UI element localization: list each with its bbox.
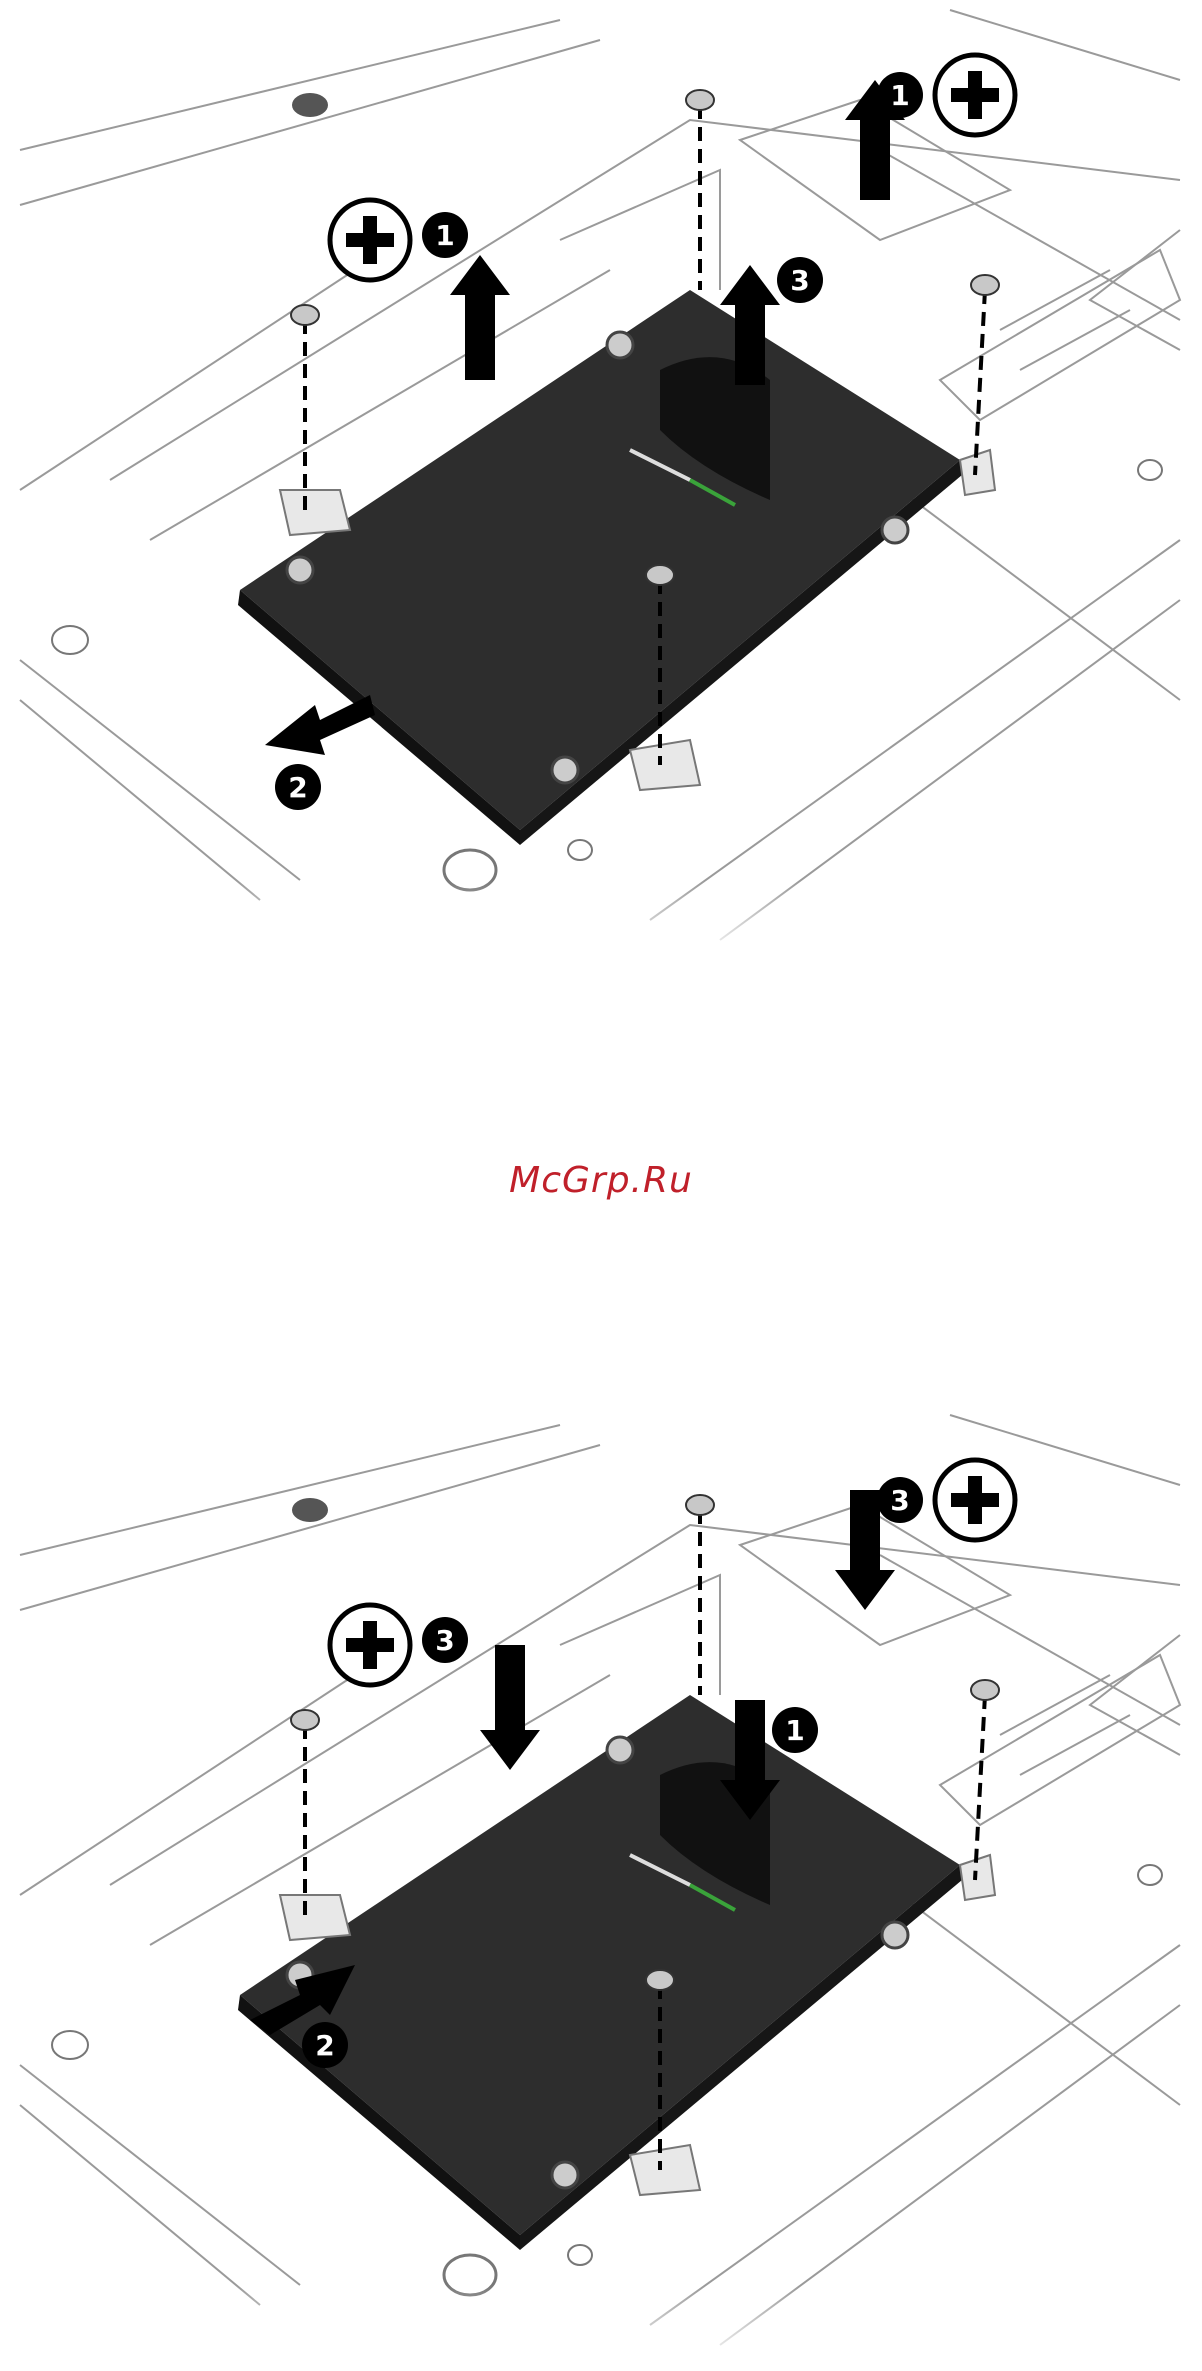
plus-circle-icon <box>330 1605 410 1685</box>
plus-circle-icon <box>935 1460 1015 1540</box>
callout-1a-label: 1 <box>435 219 454 252</box>
arrow-out-2 <box>265 695 375 755</box>
remove-drive-illustration: 1 1 2 3 <box>0 0 1202 960</box>
callout-1a: 1 <box>422 212 468 258</box>
plus-circle-icon <box>330 200 410 280</box>
callout-1b-label: 1 <box>890 79 909 112</box>
chassis-hole <box>52 626 88 654</box>
arrow-down-3a <box>480 1645 540 1770</box>
rubber-foot <box>292 93 328 117</box>
callout-3b-label: 3 <box>890 1484 909 1517</box>
chassis-hole <box>52 2031 88 2059</box>
callout-2: 2 <box>302 2022 348 2068</box>
install-drive-illustration: 3 3 2 1 <box>0 1405 1202 2365</box>
chassis-hole <box>1138 1865 1162 1885</box>
callout-3b: 3 <box>877 1477 923 1523</box>
callout-2-label: 2 <box>315 2029 334 2062</box>
callout-2: 2 <box>275 764 321 810</box>
hard-drive <box>238 290 962 845</box>
chassis-hole <box>568 2245 592 2265</box>
callout-2-label: 2 <box>288 771 307 804</box>
chassis-hole <box>1138 460 1162 480</box>
callout-3-label: 3 <box>790 264 809 297</box>
callout-1-label: 1 <box>785 1714 804 1747</box>
plus-circle-icon <box>935 55 1015 135</box>
rubber-foot <box>292 1498 328 1522</box>
callout-1b: 1 <box>877 72 923 118</box>
figure-install-drive: 3 3 2 1 <box>0 1405 1202 2365</box>
figure-remove-drive: 1 1 2 3 <box>0 0 1202 960</box>
callout-3a-label: 3 <box>435 1624 454 1657</box>
chassis-hole <box>568 840 592 860</box>
callout-1: 1 <box>772 1707 818 1753</box>
watermark: McGrp.Ru <box>0 1160 1202 1201</box>
arrow-up-1a <box>450 255 510 380</box>
callout-3: 3 <box>777 257 823 303</box>
callout-3a: 3 <box>422 1617 468 1663</box>
